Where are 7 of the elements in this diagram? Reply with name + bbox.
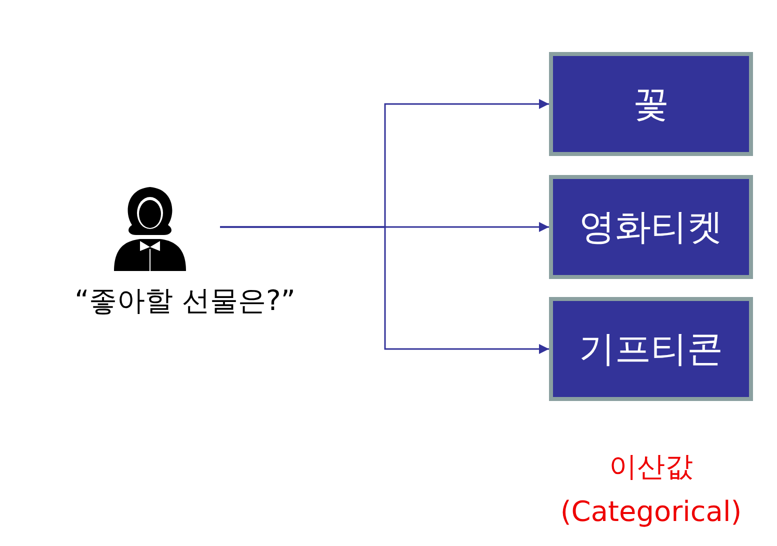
category-note: 이산값 bbox=[609, 449, 693, 485]
category-box: 기프티콘 bbox=[549, 297, 753, 401]
arrow bbox=[220, 226, 549, 354]
category-box: 꽃 bbox=[549, 52, 753, 156]
category-box: 영화티켓 bbox=[549, 175, 753, 279]
category-note: (Categorical) bbox=[560, 495, 742, 528]
speech-caption: “좋아할 선물은?” bbox=[74, 283, 296, 319]
